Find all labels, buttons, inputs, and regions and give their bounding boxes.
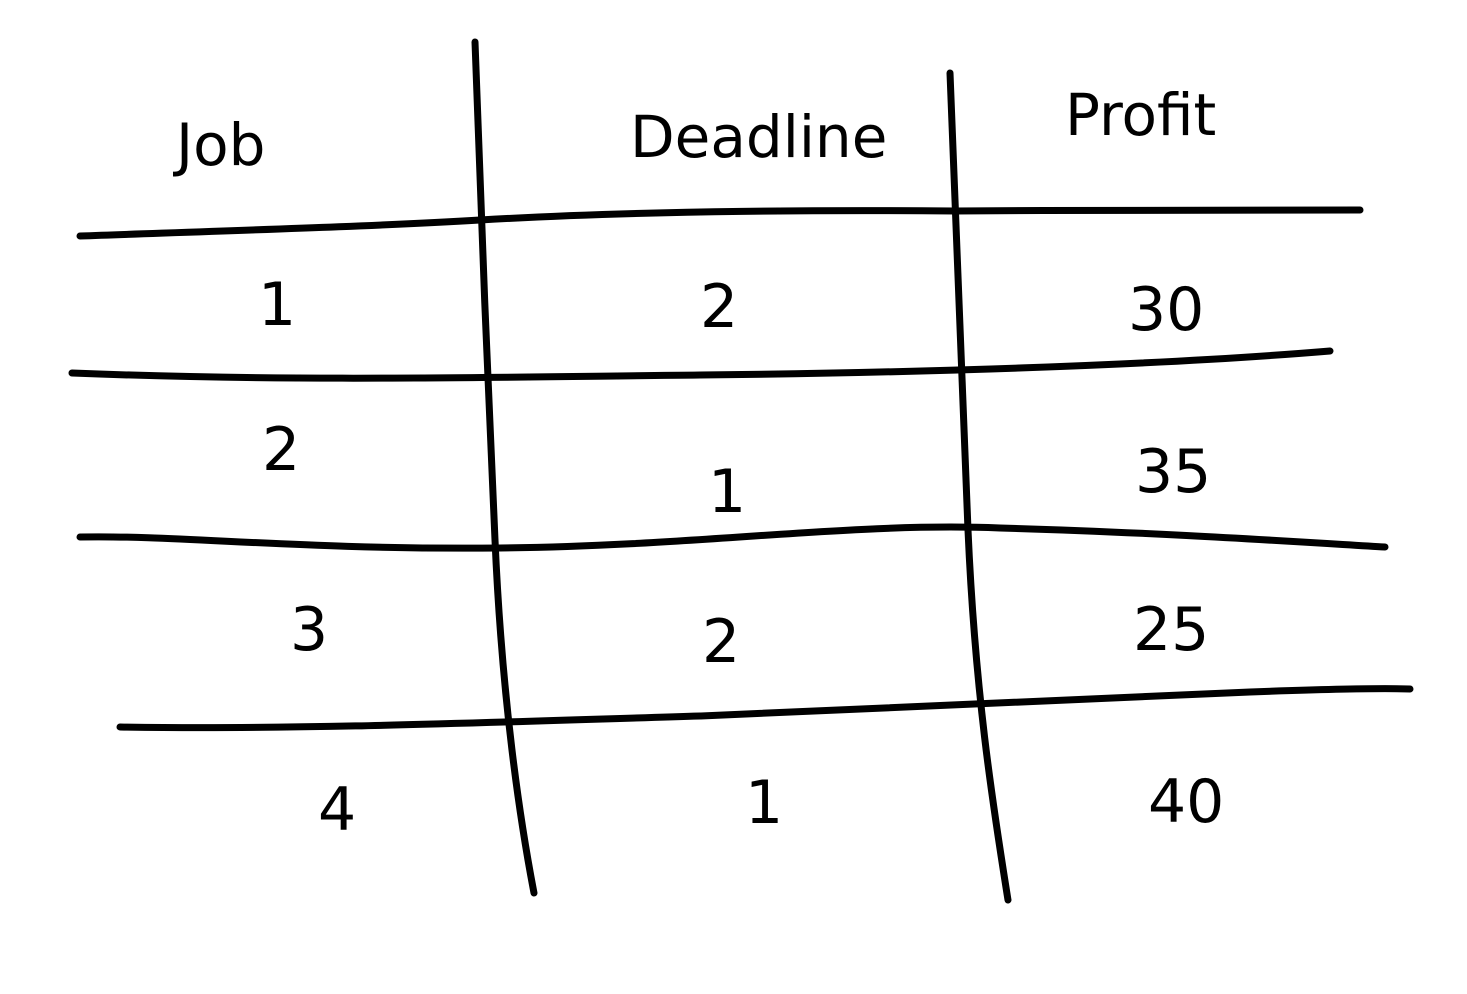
row-divider-header [76, 206, 1364, 240]
cell-job-3: 3 [290, 595, 328, 665]
column-divider-2 [946, 69, 1012, 904]
cell-job-2: 2 [262, 415, 300, 485]
cell-job-1: 1 [258, 270, 296, 340]
row-divider-2 [76, 523, 1389, 552]
row-divider-1 [68, 347, 1334, 382]
header-profit: Profit [1065, 81, 1216, 149]
header-job: Job [173, 111, 265, 179]
header-deadline: Deadline [630, 103, 887, 171]
cell-deadline-1: 2 [700, 272, 738, 342]
cell-deadline-2: 1 [708, 457, 746, 527]
cell-profit-2: 35 [1135, 437, 1211, 507]
cell-profit-4: 40 [1148, 767, 1224, 837]
cell-deadline-4: 1 [745, 768, 783, 838]
cell-deadline-3: 2 [702, 607, 740, 677]
column-divider-1 [471, 38, 538, 897]
cell-profit-1: 30 [1128, 275, 1204, 345]
cell-job-4: 4 [318, 775, 356, 845]
cell-profit-3: 25 [1133, 595, 1209, 665]
row-divider-3 [116, 685, 1414, 732]
